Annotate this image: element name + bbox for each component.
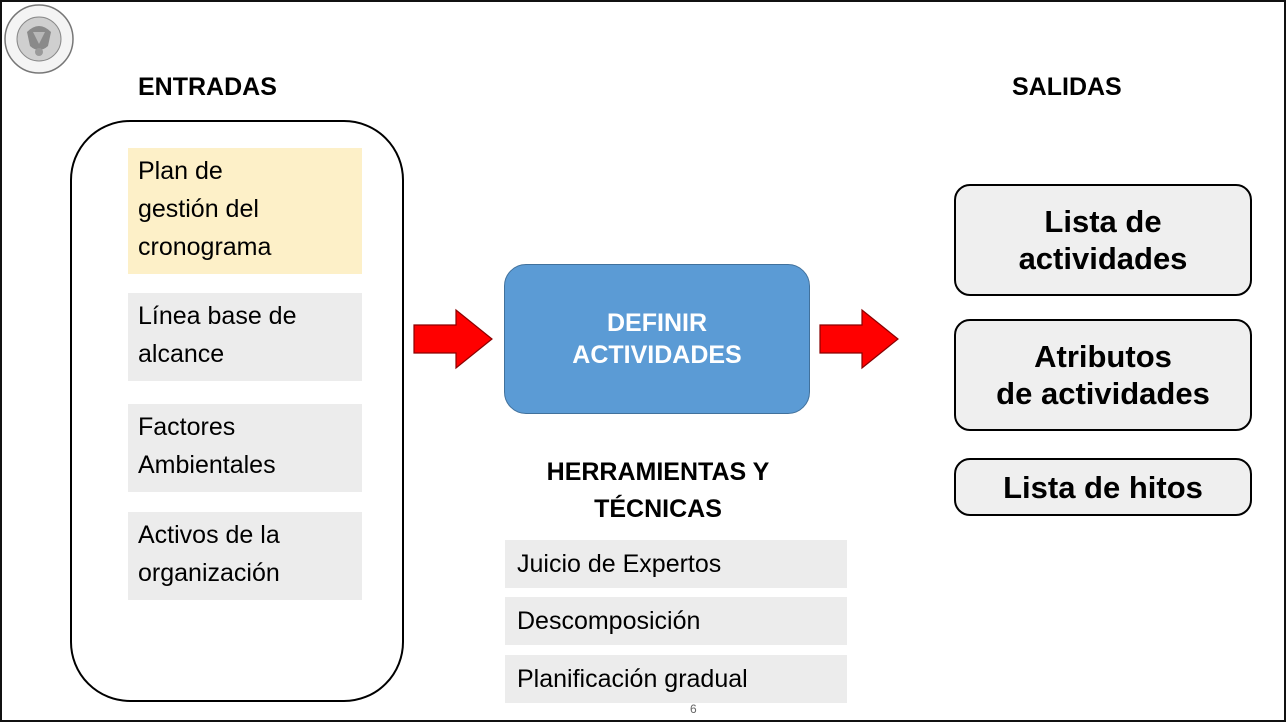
arrow-right-icon bbox=[819, 308, 899, 370]
output-line: de actividades bbox=[996, 376, 1210, 411]
output-line: actividades bbox=[1018, 241, 1188, 276]
input-line: Ambientales bbox=[138, 451, 276, 479]
input-line: Plan de bbox=[138, 157, 223, 185]
output-activity-attributes: Atributos de actividades bbox=[954, 319, 1252, 431]
page-number: 6 bbox=[690, 702, 697, 716]
outputs-heading: SALIDAS bbox=[1012, 73, 1122, 101]
process-line: DEFINIR bbox=[607, 309, 707, 337]
input-scope-baseline: Línea base de alcance bbox=[128, 293, 362, 381]
university-seal-icon bbox=[4, 4, 74, 74]
input-line: Factores bbox=[138, 413, 236, 441]
tools-heading: HERRAMIENTAS Y TÉCNICAS bbox=[500, 454, 816, 528]
output-line: Atributos bbox=[1034, 339, 1172, 374]
input-line: cronograma bbox=[138, 233, 272, 261]
process-define-activities: DEFINIR ACTIVIDADES bbox=[504, 264, 810, 414]
input-schedule-management-plan: Plan de gestión del cronograma bbox=[128, 148, 362, 274]
tools-heading-line: HERRAMIENTAS Y bbox=[546, 458, 770, 486]
input-line: gestión del bbox=[138, 195, 259, 223]
input-line: organización bbox=[138, 559, 280, 587]
tool-expert-judgment: Juicio de Expertos bbox=[505, 540, 847, 588]
process-line: ACTIVIDADES bbox=[572, 341, 742, 369]
inputs-heading: ENTRADAS bbox=[138, 73, 277, 101]
output-line: Lista de hitos bbox=[1003, 469, 1203, 505]
input-environmental-factors: Factores Ambientales bbox=[128, 404, 362, 492]
tool-rolling-wave-planning: Planificación gradual bbox=[505, 655, 847, 703]
input-organization-assets: Activos de la organización bbox=[128, 512, 362, 600]
tools-heading-line: TÉCNICAS bbox=[594, 495, 722, 523]
output-activity-list: Lista de actividades bbox=[954, 184, 1252, 296]
output-line: Lista de bbox=[1044, 204, 1162, 239]
arrow-right-icon bbox=[413, 308, 493, 370]
input-line: Línea base de bbox=[138, 302, 297, 330]
input-line: alcance bbox=[138, 340, 225, 368]
tool-decomposition: Descomposición bbox=[505, 597, 847, 645]
output-milestone-list: Lista de hitos bbox=[954, 458, 1252, 516]
input-line: Activos de la bbox=[138, 521, 280, 549]
